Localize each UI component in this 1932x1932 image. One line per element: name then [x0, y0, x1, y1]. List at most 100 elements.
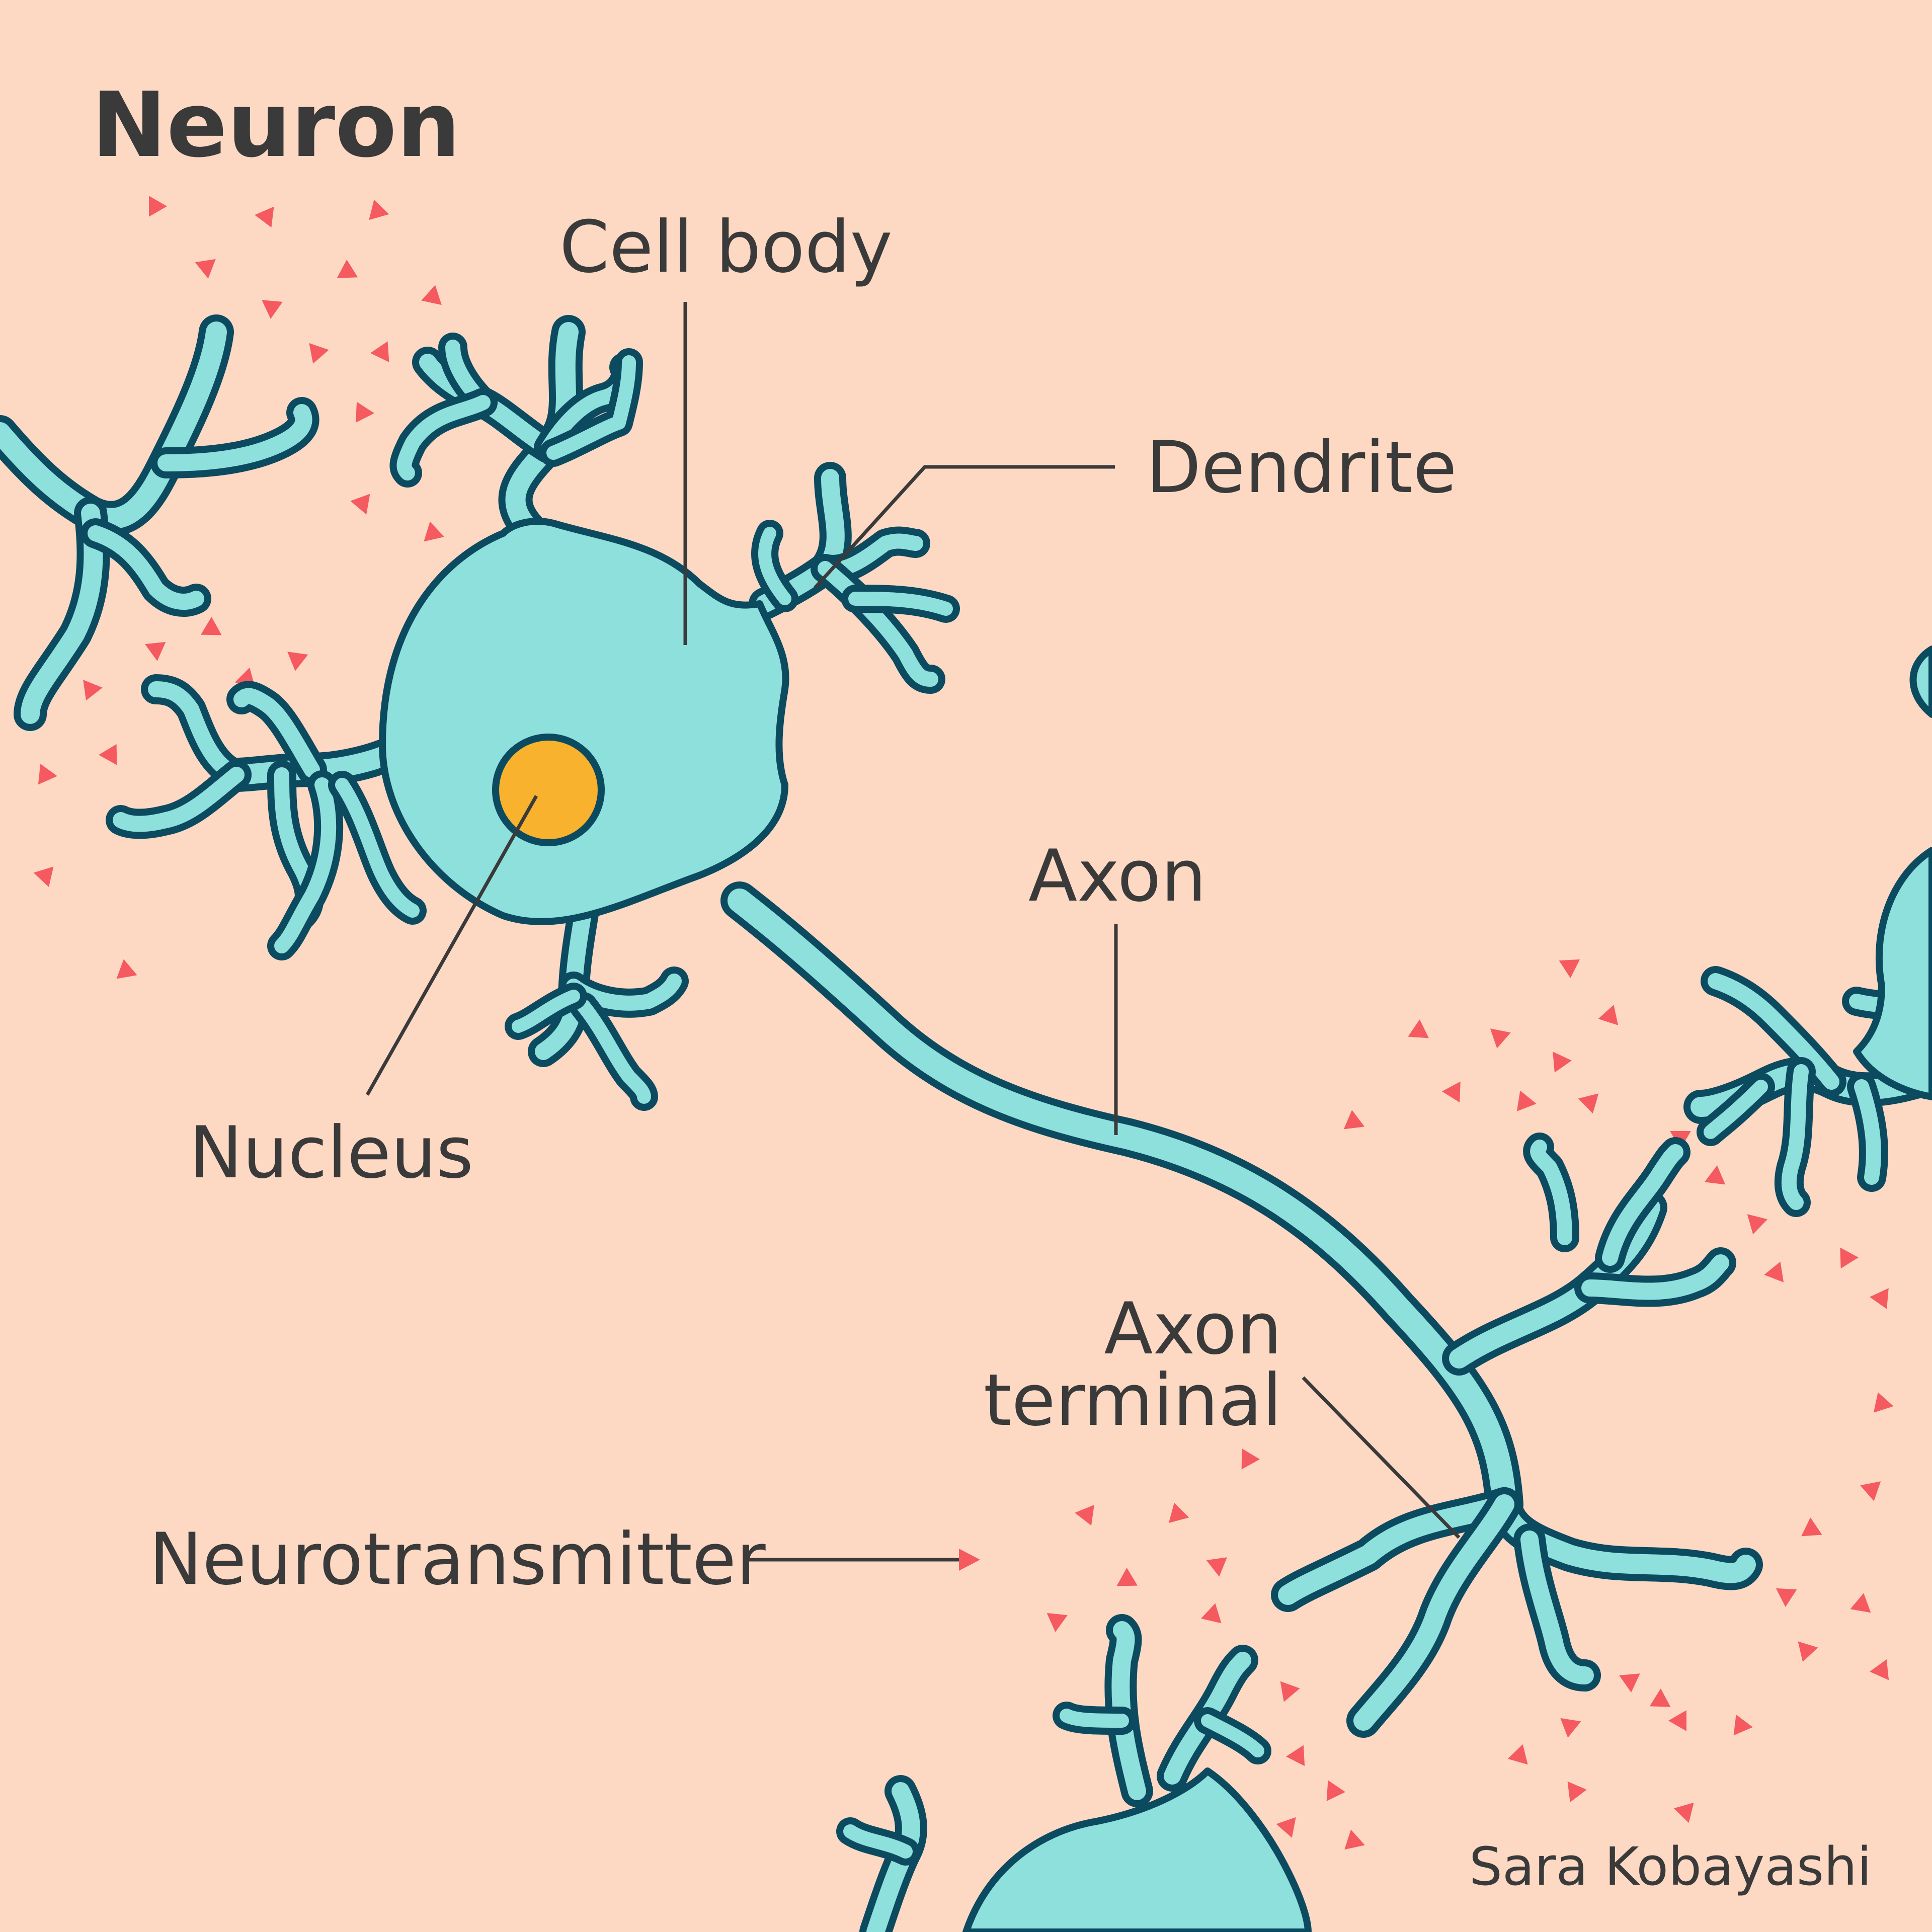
dendrite: [1847, 1072, 1888, 1192]
neurotransmitter-particle: [1747, 1214, 1768, 1235]
neurotransmitter-particle: [1344, 1829, 1365, 1850]
dendrite: [1157, 1645, 1258, 1792]
axon-terminal-branch: [1523, 1133, 1579, 1252]
dendrite: [328, 771, 427, 925]
neurotransmitter-particle: [149, 196, 167, 217]
dendrite: [106, 760, 252, 839]
neurotransmitter-particles: [33, 196, 1894, 1850]
dendrite: [1774, 1057, 1816, 1217]
neurotransmitter-particle: [1280, 1681, 1300, 1702]
neurotransmitter-particle: [1764, 1261, 1784, 1282]
axon-terminal-branch: [1346, 1487, 1521, 1738]
neurotransmitter-particle: [1733, 1714, 1753, 1736]
neurotransmitter-particle: [38, 764, 57, 785]
neurotransmitter-particle: [1668, 1710, 1686, 1731]
artist-credit: Sara Kobayashi: [1469, 1836, 1872, 1897]
neurotransmitter-particle: [83, 680, 103, 701]
right-neighbor-neuron: [1853, 646, 1932, 1100]
neurotransmitter-particle: [1169, 1502, 1189, 1523]
neurotransmitter-particle: [421, 285, 442, 305]
neurotransmitter-particle: [287, 652, 308, 671]
neurotransmitter-particle: [1286, 1745, 1305, 1766]
neurotransmitter-particle: [1201, 1603, 1222, 1624]
neurotransmitter-particle: [1873, 1392, 1894, 1413]
dendrite: [80, 518, 211, 617]
dendrite: [811, 554, 945, 694]
neurotransmitter-arrowhead: [959, 1549, 980, 1571]
neurotransmitter-particle: [262, 300, 283, 319]
neurotransmitter-particle: [1649, 1688, 1671, 1707]
label-axon-terminal-line1: Axon: [1104, 1287, 1282, 1371]
diagram-title: Neuron: [92, 73, 460, 177]
neurotransmitter-particle: [309, 343, 329, 364]
neurotransmitter-particle: [201, 617, 222, 635]
neurotransmitter-particle: [1801, 1517, 1822, 1537]
neurotransmitter-particle: [1560, 1718, 1581, 1738]
label-neurotransmitter: Neurotransmitter: [149, 1518, 766, 1601]
dendrite: [141, 674, 252, 790]
neurotransmitter-particle: [1840, 1247, 1859, 1269]
neurotransmitter-particle: [255, 206, 274, 228]
dendrite: [570, 992, 658, 1111]
neurotransmitter-particle: [337, 260, 358, 278]
leader-lines: [365, 302, 1461, 1571]
main-neuron-branches: [106, 315, 1763, 1738]
label-axon: Axon: [1028, 835, 1206, 918]
label-cell-body: Cell body: [559, 206, 893, 289]
neurotransmitter-particle: [195, 259, 216, 279]
neurotransmitter-particle: [1870, 1288, 1889, 1309]
axon-terminal-branch: [1595, 1137, 1691, 1273]
left-neighbor-dendrites: [0, 314, 1932, 1932]
dendrite: [226, 681, 327, 785]
neurotransmitter-particle: [33, 866, 54, 887]
label-nucleus: Nucleus: [189, 1111, 473, 1194]
dendrite: [389, 388, 498, 488]
neurotransmitter-particle: [1516, 1090, 1537, 1111]
neurotransmitter-particle: [1798, 1641, 1818, 1662]
neurotransmitter-particle: [369, 199, 389, 220]
label-dendrite: Dendrite: [1146, 426, 1457, 509]
neurotransmitter-particle: [1507, 1744, 1528, 1765]
neurotransmitter-particle: [1619, 1673, 1640, 1693]
axon-terminal-branch: [1271, 1487, 1521, 1612]
neurotransmitter-particle: [1116, 1568, 1138, 1586]
neurotransmitter-particle: [1075, 1505, 1094, 1526]
neurotransmitter-particle: [424, 521, 444, 542]
dendrite: [1053, 1702, 1136, 1735]
neurotransmitter-particle: [1598, 1005, 1619, 1025]
axon-terminal-leader: [1302, 1376, 1461, 1539]
label-axon-terminal-line2: terminal: [984, 1359, 1282, 1442]
dendrite: [0, 314, 234, 536]
dendrite: [539, 348, 643, 467]
neurotransmitter-particle: [1326, 1780, 1345, 1801]
axon-terminal-branch: [1513, 1523, 1601, 1692]
neurotransmitter-particle: [1206, 1557, 1227, 1577]
neurotransmitter-particle: [1559, 959, 1580, 978]
neurotransmitter-particle: [1046, 1613, 1068, 1632]
neurotransmitter-particle: [99, 744, 117, 765]
neurotransmitter-particle: [1442, 1081, 1461, 1103]
neurotransmitter-particle: [1776, 1588, 1797, 1607]
neurotransmitter-particle: [1567, 1781, 1587, 1803]
cell-body: [379, 518, 789, 925]
neurotransmitter-particle: [1553, 1052, 1572, 1073]
dendrite: [150, 397, 319, 478]
dendrite: [267, 770, 344, 960]
neurotransmitter-particle: [370, 341, 389, 362]
neurotransmitter-particle: [1276, 1817, 1296, 1838]
dendrite: [1697, 1073, 1775, 1146]
neurotransmitter-particle: [1343, 1110, 1365, 1130]
neurotransmitter-particle: [1704, 1165, 1726, 1185]
dendrite: [1104, 1614, 1153, 1807]
nucleus-leader: [365, 795, 538, 1096]
neurotransmitter-particle: [1241, 1448, 1260, 1470]
neurotransmitter-particle: [1870, 1659, 1889, 1680]
axon-terminal-branch: [1574, 1247, 1736, 1307]
neurotransmitter-particle: [1578, 1093, 1599, 1114]
neurotransmitter-particle: [355, 401, 374, 423]
dendrite-leader: [814, 465, 1115, 589]
neurotransmitter-particle: [116, 959, 137, 979]
dendrite: [836, 1817, 920, 1866]
